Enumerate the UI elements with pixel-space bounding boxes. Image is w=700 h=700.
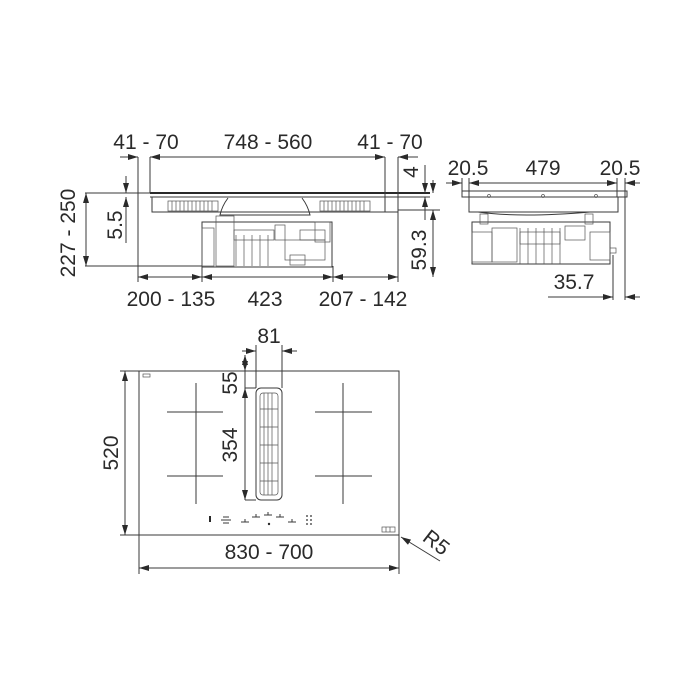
power-indicator	[381, 526, 396, 533]
side-motor-unit	[471, 211, 617, 265]
dim-width: 830 - 700	[225, 541, 314, 564]
dim-corner-radius: R5	[418, 526, 453, 561]
dim-vent-length: 354	[219, 427, 242, 462]
downdraft-vent	[255, 387, 283, 501]
dim-side-right-margin: 20.5	[600, 157, 641, 180]
indicator-mark	[142, 373, 151, 378]
dim-depth: 520	[100, 435, 123, 470]
dim-bottom-right: 207 - 142	[319, 288, 408, 311]
dim-vent-offset: 55	[219, 371, 242, 394]
dim-cutout-depth: 479	[525, 157, 560, 180]
dim-right-overhang: 41 - 70	[357, 131, 422, 154]
hob-outline	[138, 370, 400, 536]
dim-side-left-margin: 20.5	[448, 157, 489, 180]
frame-body	[151, 197, 399, 213]
dim-motor-width: 423	[247, 288, 282, 311]
dim-frame-depth: 59.3	[408, 230, 431, 271]
front-view: 41 - 70 748 - 560 41 - 70 227 - 250 5.5 …	[57, 131, 440, 311]
left-cooking-zone	[167, 383, 223, 504]
right-vent-grille	[319, 200, 371, 212]
side-view: 20.5 479 20.5 35.7	[446, 157, 640, 300]
dim-vent-width: 81	[257, 325, 280, 348]
dim-bottom-left: 200 - 135	[127, 288, 216, 311]
top-view: 81 55 354 520 830 - 700 R5	[100, 325, 454, 574]
touch-controls	[209, 512, 312, 526]
left-vent-grille	[167, 200, 219, 212]
dim-rear-offset: 35.7	[554, 271, 595, 294]
dim-total-height: 227 - 250	[57, 189, 80, 278]
dim-top-offset: 4	[400, 166, 423, 178]
motor-unit	[201, 197, 333, 268]
dim-glass-thickness: 5.5	[104, 210, 127, 239]
right-cooking-zone	[315, 383, 372, 504]
dim-left-overhang: 41 - 70	[113, 131, 178, 154]
dim-cutout-width: 748 - 560	[224, 131, 313, 154]
